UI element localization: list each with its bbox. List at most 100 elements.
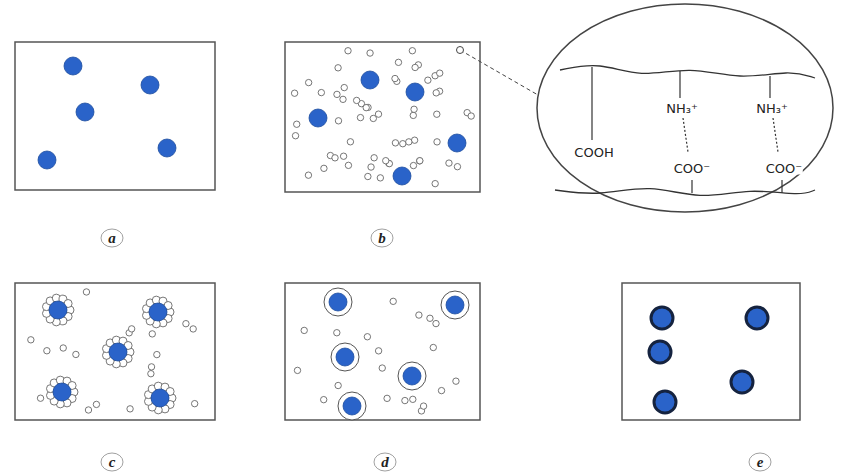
- nanoparticle: [654, 391, 676, 413]
- small-particle: [368, 164, 374, 170]
- nanoparticle: [336, 348, 354, 366]
- coating-ring: [324, 288, 352, 316]
- small-particle: [85, 407, 91, 413]
- small-particle: [446, 160, 452, 166]
- small-particle: [402, 397, 408, 403]
- protein-chain: [555, 189, 815, 196]
- panel-letter: b: [378, 231, 386, 246]
- small-particle: [335, 65, 341, 71]
- small-particle: [291, 90, 297, 96]
- zoom-ellipse: [537, 4, 833, 212]
- sample-panel: [15, 42, 215, 190]
- small-particle: [416, 312, 422, 318]
- coating-ring: [338, 392, 366, 420]
- small-particle: [301, 327, 307, 333]
- small-particle: [341, 84, 347, 90]
- nanoparticle: [731, 371, 753, 393]
- nanoparticle: [649, 341, 671, 363]
- small-particle: [128, 326, 134, 332]
- small-particle: [335, 118, 341, 124]
- nanoparticle: [448, 134, 466, 152]
- nanoparticle: [403, 367, 421, 385]
- nanoparticle: [76, 103, 94, 121]
- small-particle: [28, 337, 34, 343]
- small-particle: [416, 158, 422, 164]
- small-particle: [384, 395, 390, 401]
- nanoparticle: [309, 109, 327, 127]
- panel-letter: a: [108, 231, 116, 246]
- small-particle: [412, 64, 418, 70]
- side-chain: [591, 67, 592, 140]
- small-particle: [410, 162, 416, 168]
- small-particle: [438, 387, 444, 393]
- small-particle: [392, 75, 398, 81]
- small-particle: [425, 77, 431, 83]
- small-particle: [345, 162, 351, 168]
- letter-ring: [101, 229, 123, 247]
- nanoparticle: [49, 301, 67, 319]
- nanoparticle: [393, 167, 411, 185]
- small-particle: [363, 104, 369, 110]
- small-particle: [334, 91, 340, 97]
- panel-frame: [285, 42, 480, 192]
- small-particle: [367, 50, 373, 56]
- small-particle: [409, 48, 415, 54]
- small-particle: [364, 334, 370, 340]
- small-particle: [437, 70, 443, 76]
- letter-ring: [374, 453, 396, 471]
- small-particle: [390, 298, 396, 304]
- nanoparticle: [446, 296, 464, 314]
- sample-panel: [285, 283, 480, 420]
- small-particle: [411, 106, 417, 112]
- letter-ring: [749, 453, 771, 471]
- small-particle: [392, 140, 398, 146]
- sample-panel: [15, 283, 215, 420]
- small-particle: [406, 139, 412, 145]
- sample-panel: [285, 42, 480, 192]
- small-particle: [433, 320, 439, 326]
- side-chain: [781, 180, 782, 193]
- small-particle: [340, 153, 346, 159]
- small-particle: [375, 348, 381, 354]
- protein-chain: [560, 66, 815, 78]
- nanoparticle: [361, 71, 379, 89]
- nanoparticle: [406, 83, 424, 101]
- zoom-leader: [460, 50, 538, 95]
- small-particle: [149, 331, 155, 337]
- panel-frame: [285, 283, 480, 420]
- small-particle: [347, 139, 353, 145]
- side-chain: [769, 76, 770, 98]
- small-particle: [183, 320, 189, 326]
- panel-letter: e: [757, 455, 764, 470]
- small-particle: [73, 351, 79, 357]
- panel-letter: c: [109, 455, 116, 470]
- small-particle: [434, 111, 440, 117]
- small-particle: [127, 406, 133, 412]
- small-particle: [321, 165, 327, 171]
- side-chain: [691, 180, 692, 193]
- small-particle: [353, 97, 359, 103]
- small-particle: [321, 396, 327, 402]
- small-particle: [432, 180, 438, 186]
- small-particle: [410, 396, 416, 402]
- small-particle: [377, 175, 383, 181]
- small-particle: [340, 96, 346, 102]
- small-particle: [83, 289, 89, 295]
- small-particle: [292, 133, 298, 139]
- small-particle: [148, 364, 154, 370]
- small-particle: [93, 401, 99, 407]
- nanoparticle: [149, 303, 167, 321]
- small-particle: [357, 114, 363, 120]
- small-particle: [410, 112, 416, 118]
- small-particle: [375, 111, 381, 117]
- small-particle: [334, 330, 340, 336]
- nanoparticle: [141, 76, 159, 94]
- small-particle: [294, 367, 300, 373]
- small-particle: [332, 155, 338, 161]
- sample-panel: [622, 283, 800, 420]
- nanoparticle: [158, 139, 176, 157]
- letter-ring: [371, 229, 393, 247]
- panel-letter: d: [381, 455, 389, 470]
